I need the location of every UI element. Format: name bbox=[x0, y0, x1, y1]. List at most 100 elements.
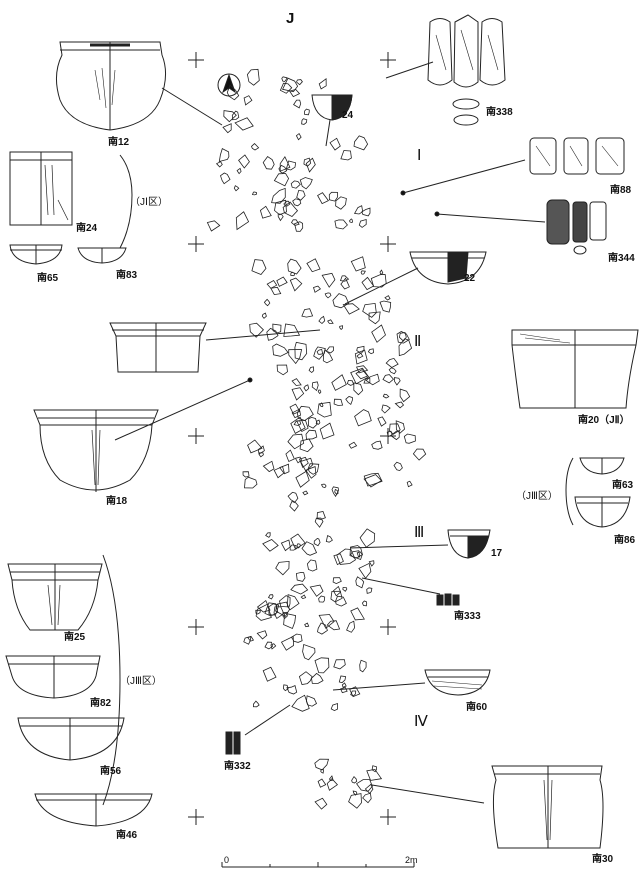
sherd bbox=[325, 535, 333, 543]
sherd bbox=[291, 694, 310, 712]
find-label-n30: 南30 bbox=[592, 854, 614, 865]
sherd bbox=[317, 401, 332, 418]
sherd bbox=[368, 311, 381, 325]
sherd bbox=[282, 684, 289, 692]
sherd bbox=[290, 271, 296, 277]
sherd bbox=[308, 416, 318, 429]
sherd bbox=[285, 160, 297, 171]
sherd bbox=[301, 541, 318, 556]
find-label-n63: 南63 bbox=[612, 480, 634, 491]
sherd bbox=[271, 187, 286, 204]
pottery-n25 bbox=[7, 563, 103, 631]
sherd bbox=[262, 156, 275, 170]
sherd bbox=[305, 429, 318, 440]
sherd bbox=[311, 672, 324, 684]
sherd bbox=[331, 374, 347, 391]
sherd bbox=[289, 277, 303, 292]
sherd bbox=[244, 476, 258, 489]
sherd bbox=[393, 461, 403, 472]
stone-tools-n88 bbox=[529, 137, 625, 175]
bowl-22 bbox=[409, 251, 487, 285]
sherd bbox=[283, 323, 301, 337]
sherd bbox=[302, 643, 316, 661]
sherd bbox=[346, 379, 355, 386]
sherd bbox=[296, 189, 306, 201]
sherd bbox=[215, 161, 223, 168]
find-label-17: 17 bbox=[491, 548, 503, 559]
sherd bbox=[304, 108, 310, 116]
sherd bbox=[356, 779, 373, 792]
sherd bbox=[349, 686, 361, 698]
find-label-n65: 南65 bbox=[37, 273, 59, 284]
sherd bbox=[236, 167, 242, 175]
sherd bbox=[320, 483, 327, 489]
sherd bbox=[390, 430, 400, 441]
sherd bbox=[272, 323, 282, 334]
pottery-n24 bbox=[9, 151, 73, 226]
sherd bbox=[289, 500, 299, 512]
sherd bbox=[361, 207, 371, 217]
sherd bbox=[319, 422, 335, 440]
sherd bbox=[335, 595, 347, 607]
sherd bbox=[363, 377, 371, 384]
sherd bbox=[286, 685, 298, 695]
find-label-n333: 南333 bbox=[454, 611, 481, 622]
sherd bbox=[288, 89, 301, 98]
sherd bbox=[206, 220, 221, 232]
sherd bbox=[306, 559, 318, 572]
sherd bbox=[366, 768, 383, 781]
sherd bbox=[358, 218, 367, 228]
pottery-n30 bbox=[491, 765, 604, 849]
scale-bar bbox=[221, 862, 415, 868]
sherd bbox=[253, 700, 260, 708]
sherd bbox=[287, 433, 305, 450]
sherd bbox=[339, 275, 350, 282]
sherd bbox=[317, 192, 330, 205]
sherd bbox=[314, 657, 330, 674]
pottery-n18 bbox=[33, 409, 159, 492]
sherd bbox=[389, 423, 401, 435]
sherd bbox=[275, 601, 290, 617]
sherd bbox=[311, 381, 319, 392]
sherd bbox=[282, 201, 299, 217]
sherd bbox=[275, 560, 290, 576]
sherd bbox=[282, 611, 288, 619]
sherd bbox=[287, 491, 299, 503]
sherd bbox=[353, 205, 364, 215]
sherd bbox=[342, 303, 360, 315]
zone-bracket-j3-right: （JⅢ区） bbox=[516, 491, 558, 502]
sherd bbox=[267, 594, 274, 600]
sherd bbox=[403, 433, 416, 444]
sherd bbox=[350, 550, 361, 559]
sherd bbox=[379, 300, 392, 313]
bowl-n86 bbox=[574, 496, 631, 528]
sherd bbox=[318, 315, 326, 325]
sherd bbox=[276, 276, 288, 287]
sherd bbox=[355, 576, 365, 589]
sherd bbox=[290, 533, 306, 550]
sherd bbox=[377, 416, 387, 427]
sherd bbox=[334, 488, 339, 495]
sherd bbox=[295, 132, 302, 141]
sherd bbox=[393, 377, 401, 386]
sherd bbox=[262, 539, 279, 552]
sherd bbox=[299, 177, 313, 190]
sherd bbox=[342, 587, 348, 592]
grid-crosses bbox=[188, 52, 396, 825]
sherd bbox=[353, 382, 364, 396]
sherd bbox=[281, 76, 288, 83]
sherd bbox=[333, 659, 346, 670]
pottery-n20 bbox=[511, 329, 639, 409]
sherd bbox=[273, 173, 290, 187]
sherd bbox=[262, 460, 275, 473]
sherd bbox=[270, 286, 282, 296]
find-label-n88: 南88 bbox=[610, 185, 632, 196]
sherd bbox=[276, 364, 288, 376]
sherd bbox=[288, 349, 303, 365]
sherd bbox=[305, 695, 318, 707]
sherd bbox=[324, 292, 332, 299]
sherd bbox=[318, 595, 326, 603]
sherd bbox=[333, 398, 344, 406]
sherd bbox=[318, 614, 335, 629]
